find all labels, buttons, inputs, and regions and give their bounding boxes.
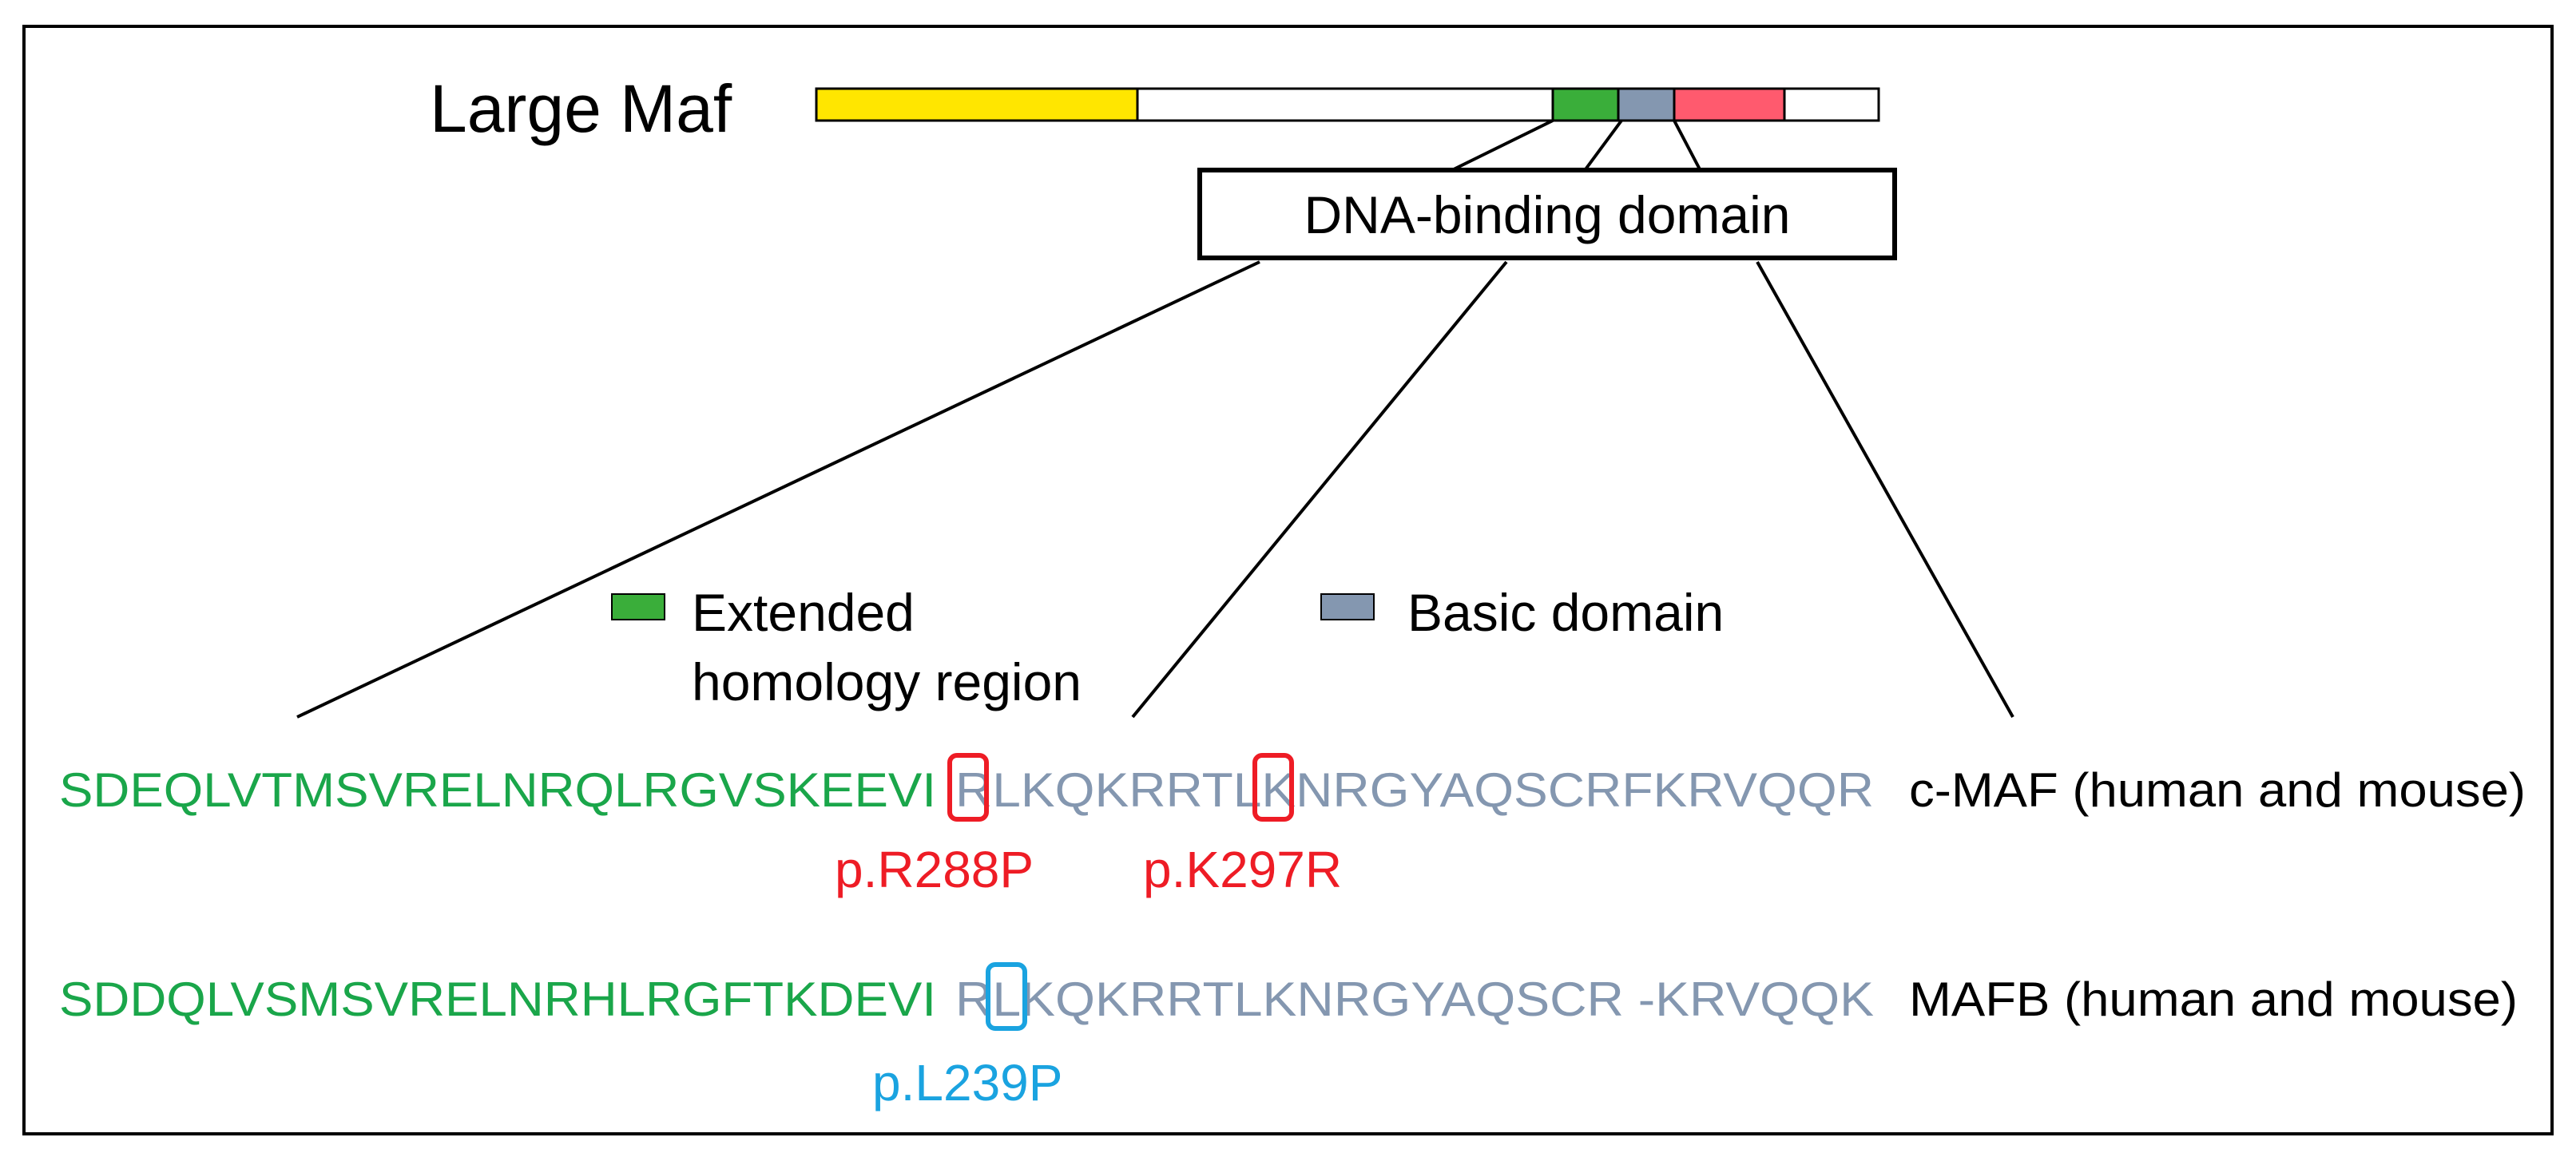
segment-transactivation-domain: [815, 87, 1139, 122]
mafb-mutation-label-l239p: p.L239P: [872, 1054, 1062, 1111]
cmaf-species-label: c-MAF (human and mouse): [1909, 763, 2526, 817]
segment-basic-domain: [1617, 87, 1676, 122]
cmaf-mutation-box-r288: [947, 753, 989, 822]
connector-lines-top: [1453, 119, 1701, 171]
cmaf-sequence-row: SDEQLVTMSVRELNRQLRGVSKEEVI RLKQKRRTLKNRG…: [59, 753, 2526, 898]
cmaf-sequence-ehr: SDEQLVTMSVRELNRQLRGVSKEEVI: [59, 763, 936, 817]
segment-linker: [1136, 87, 1554, 122]
cmaf-sequence-basic: RLKQKRRTLKNRGYAQSCRFKRVQQR: [955, 763, 1874, 817]
legend-label-basic: Basic domain: [1407, 583, 1724, 642]
protein-bar: [815, 87, 1880, 122]
mafb-sequence-ehr: SDDQLVSMSVRELNRHLRGFTKDEVI: [59, 973, 936, 1026]
protein-label: Large Maf: [430, 71, 732, 146]
dna-binding-domain-label: DNA-binding domain: [1304, 185, 1791, 244]
legend-swatch-basic: [1320, 593, 1375, 620]
cmaf-mutation-label-k297r: p.K297R: [1143, 841, 1342, 898]
segment-extended-homology-region: [1551, 87, 1620, 122]
segment-c-terminal: [1783, 87, 1880, 122]
cmaf-mutation-label-r288p: p.R288P: [835, 841, 1034, 898]
legend-label-ehr-line1: Extended: [692, 583, 915, 642]
segment-leucine-zipper: [1673, 87, 1786, 122]
mafb-mutation-box-l239: [986, 962, 1027, 1031]
dna-binding-domain-box: [1197, 168, 1897, 260]
connector-lines-bottom: [296, 260, 2014, 719]
mafb-species-label: MAFB (human and mouse): [1909, 973, 2518, 1026]
legend: Extended homology region Basic domain: [611, 583, 1724, 711]
mafb-sequence-row: SDDQLVSMSVRELNRHLRGFTKDEVI RLKQKRRTLKNRG…: [59, 962, 2518, 1111]
legend-swatch-ehr: [611, 593, 665, 620]
legend-label-ehr-line2: homology region: [692, 652, 1082, 711]
cmaf-mutation-box-k297: [1252, 753, 1294, 822]
mafb-sequence-basic: RLKQKRRTLKNRGYAQSCR -KRVQQK: [955, 973, 1874, 1026]
